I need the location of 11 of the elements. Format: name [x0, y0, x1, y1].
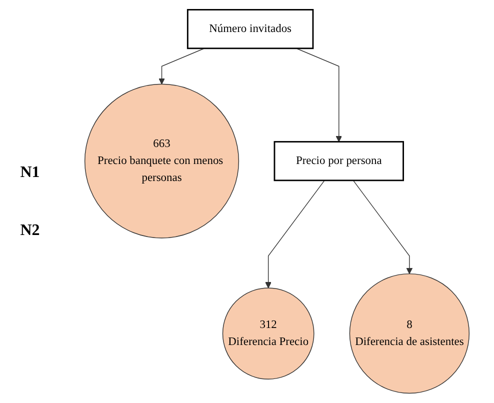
arrow — [265, 180, 325, 288]
node-circle: 8 Diferencia de asistentes — [349, 273, 470, 394]
node-circle: 663 Precio banquete con menos personas — [84, 84, 240, 238]
arrow — [296, 48, 342, 142]
node-circle: 312 Diferencia Precio — [222, 288, 314, 380]
arrow — [158, 48, 205, 84]
branch-label: N1 — [20, 164, 40, 182]
node-box: Precio por persona — [274, 141, 404, 182]
node-box: Número invitados — [186, 9, 314, 50]
branch-label: N2 — [20, 222, 40, 240]
arrow — [352, 180, 413, 274]
